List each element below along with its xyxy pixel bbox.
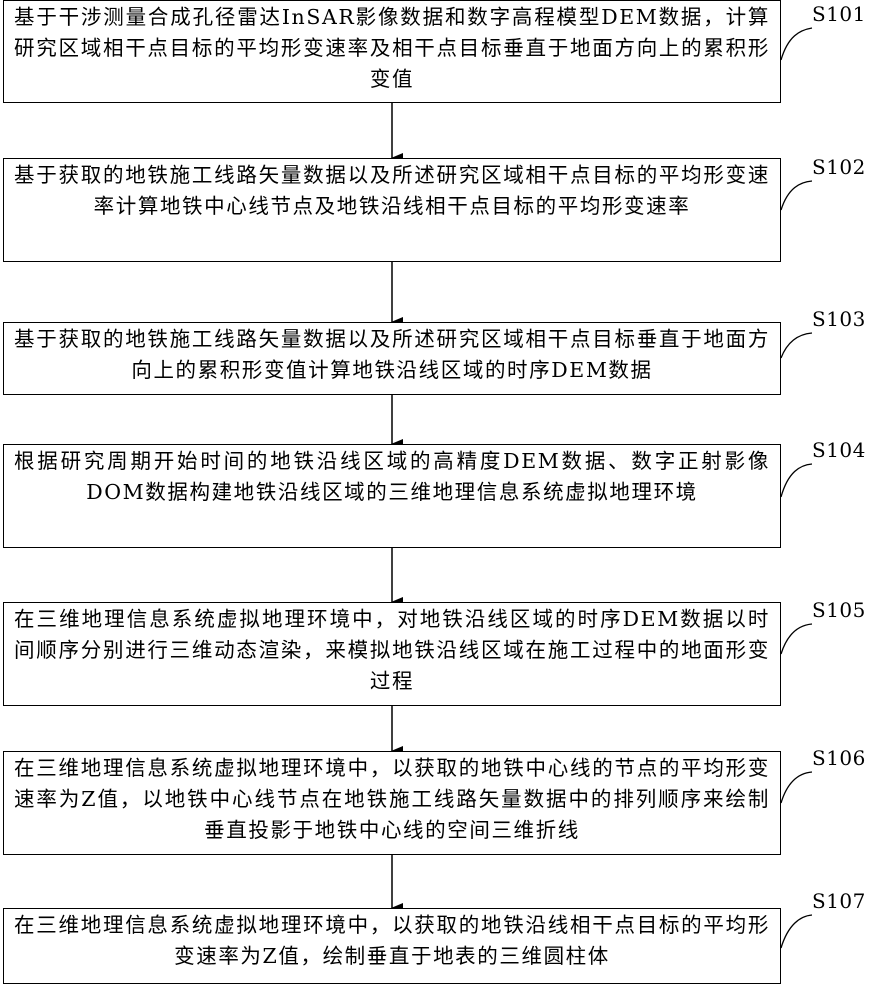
step-box-s101: 基于干涉测量合成孔径雷达InSAR影像数据和数字高程模型DEM数据，计算研究区域…: [3, 0, 781, 103]
leader-s104: [780, 463, 813, 498]
leader-s101: [780, 27, 813, 61]
leader-s107: [780, 914, 813, 949]
step-label-s101: S101: [812, 2, 866, 26]
step-box-s104: 根据研究周期开始时间的地铁沿线区域的高精度DEM数据、数字正射影像DOM数据构建…: [3, 444, 781, 548]
step-box-s106: 在三维地理信息系统虚拟地理环境中，以获取的地铁中心线的节点的平均形变速率为Z值，…: [3, 751, 781, 855]
step-box-s107: 在三维地理信息系统虚拟地理环境中，以获取的地铁沿线相干点目标的平均形变速率为Z值…: [3, 908, 781, 984]
step-label-s102: S102: [812, 155, 866, 179]
step-box-s103: 基于获取的地铁施工线路矢量数据以及所述研究区域相干点目标垂直于地面方向上的累积形…: [3, 322, 781, 395]
step-text-s102: 基于获取的地铁施工线路矢量数据以及所述研究区域相干点目标的平均形变速率计算地铁中…: [14, 163, 770, 218]
step-label-s103: S103: [812, 307, 866, 331]
leader-s106: [780, 771, 813, 804]
step-label-s107: S107: [812, 889, 866, 913]
step-label-s105: S105: [812, 598, 866, 622]
leader-s102: [780, 180, 813, 211]
step-label-s104: S104: [812, 438, 866, 462]
leader-s103: [780, 332, 813, 359]
step-text-s107: 在三维地理信息系统虚拟地理环境中，以获取的地铁沿线相干点目标的平均形变速率为Z值…: [14, 913, 770, 968]
step-text-s101: 基于干涉测量合成孔径雷达InSAR影像数据和数字高程模型DEM数据，计算研究区域…: [14, 5, 770, 91]
step-label-s106: S106: [812, 746, 866, 770]
step-box-s102: 基于获取的地铁施工线路矢量数据以及所述研究区域相干点目标的平均形变速率计算地铁中…: [3, 158, 781, 262]
step-text-s105: 在三维地理信息系统虚拟地理环境中，对地铁沿线区域的时序DEM数据以时间顺序分别进…: [14, 607, 770, 693]
leader-s105: [780, 623, 813, 655]
step-text-s103: 基于获取的地铁施工线路矢量数据以及所述研究区域相干点目标垂直于地面方向上的累积形…: [14, 327, 770, 382]
step-box-s105: 在三维地理信息系统虚拟地理环境中，对地铁沿线区域的时序DEM数据以时间顺序分别进…: [3, 602, 781, 706]
step-text-s106: 在三维地理信息系统虚拟地理环境中，以获取的地铁中心线的节点的平均形变速率为Z值，…: [14, 756, 770, 842]
step-text-s104: 根据研究周期开始时间的地铁沿线区域的高精度DEM数据、数字正射影像DOM数据构建…: [14, 449, 770, 504]
